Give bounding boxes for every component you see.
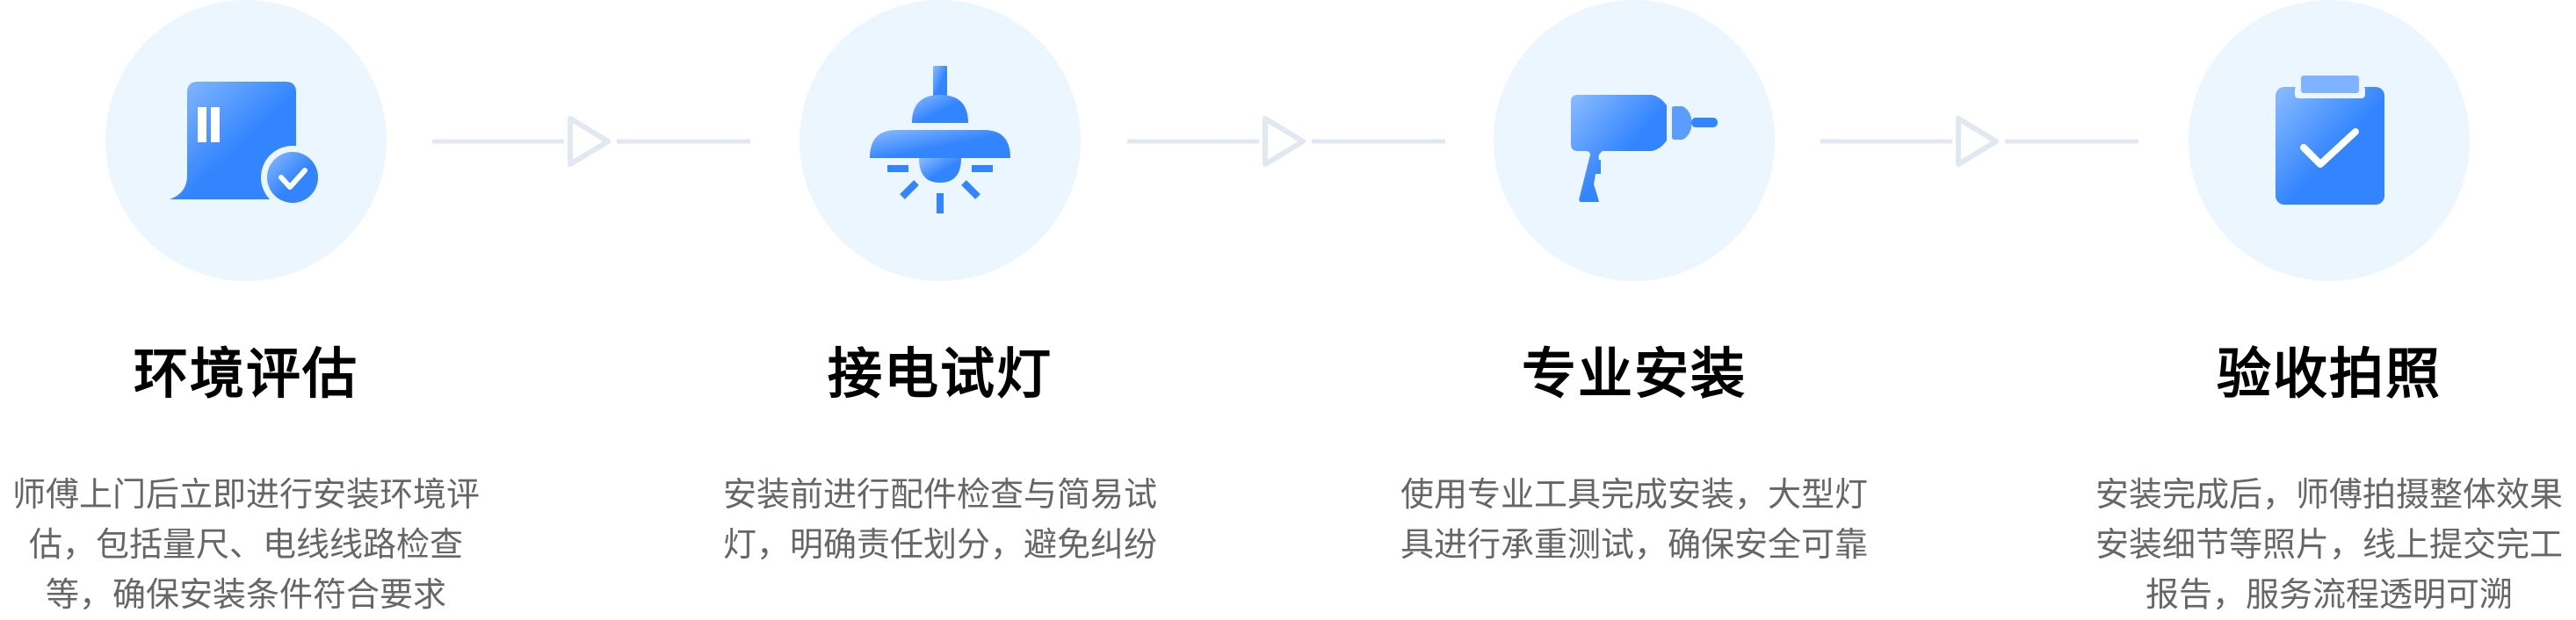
step-title: 验收拍照 (2216, 342, 2442, 406)
step-description: 师傅上门后立即进行安装环境评估，包括量尺、电线线路检查等，确保安装条件符合要求 (11, 475, 480, 614)
step-power-test: 接电试灯 安装前进行配件检查与简易试灯，明确责任划分，避免纠纷 (703, 0, 1177, 620)
step-professional-installation: 专业安装 使用专业工具完成安装，大型灯具进行承重测试，确保安全可靠 (1397, 0, 1871, 620)
document-check-icon (170, 82, 324, 209)
step-acceptance-photo: 验收拍照 安装完成后，师傅拍摄整体效果安装细节等照片，线上提交完工报告，服务流程… (2092, 0, 2566, 620)
connector-arrow (1127, 112, 1445, 170)
step-icon-circle (800, 0, 1081, 281)
step-description: 使用专业工具完成安装，大型灯具进行承重测试，确保安全可靠 (1400, 475, 1868, 564)
step-title: 接电试灯 (827, 342, 1053, 406)
arrow-right-icon (1820, 116, 2138, 167)
step-description: 安装完成后，师傅拍摄整体效果安装细节等照片，线上提交完工报告，服务流程透明可溯 (2095, 475, 2563, 614)
step-environment-assessment: 环境评估 师傅上门后立即进行安装环境评估，包括量尺、电线线路检查等，确保安装条件… (9, 0, 483, 620)
step-icon-circle (1494, 0, 1775, 281)
step-title: 专业安装 (1521, 342, 1747, 406)
ceiling-lamp-icon (870, 66, 1010, 213)
arrow-right-icon (432, 116, 750, 167)
power-drill-icon (1571, 95, 1718, 202)
step-icon-circle (2189, 0, 2470, 281)
step-icon-circle (105, 0, 387, 281)
arrow-right-icon (1127, 116, 1445, 167)
clipboard-check-icon (2276, 76, 2384, 205)
connector-arrow (1820, 112, 2138, 170)
step-title: 环境评估 (133, 342, 358, 406)
step-description: 安装前进行配件检查与简易试灯，明确责任划分，避免纠纷 (722, 475, 1157, 564)
connector-arrow (432, 112, 750, 170)
